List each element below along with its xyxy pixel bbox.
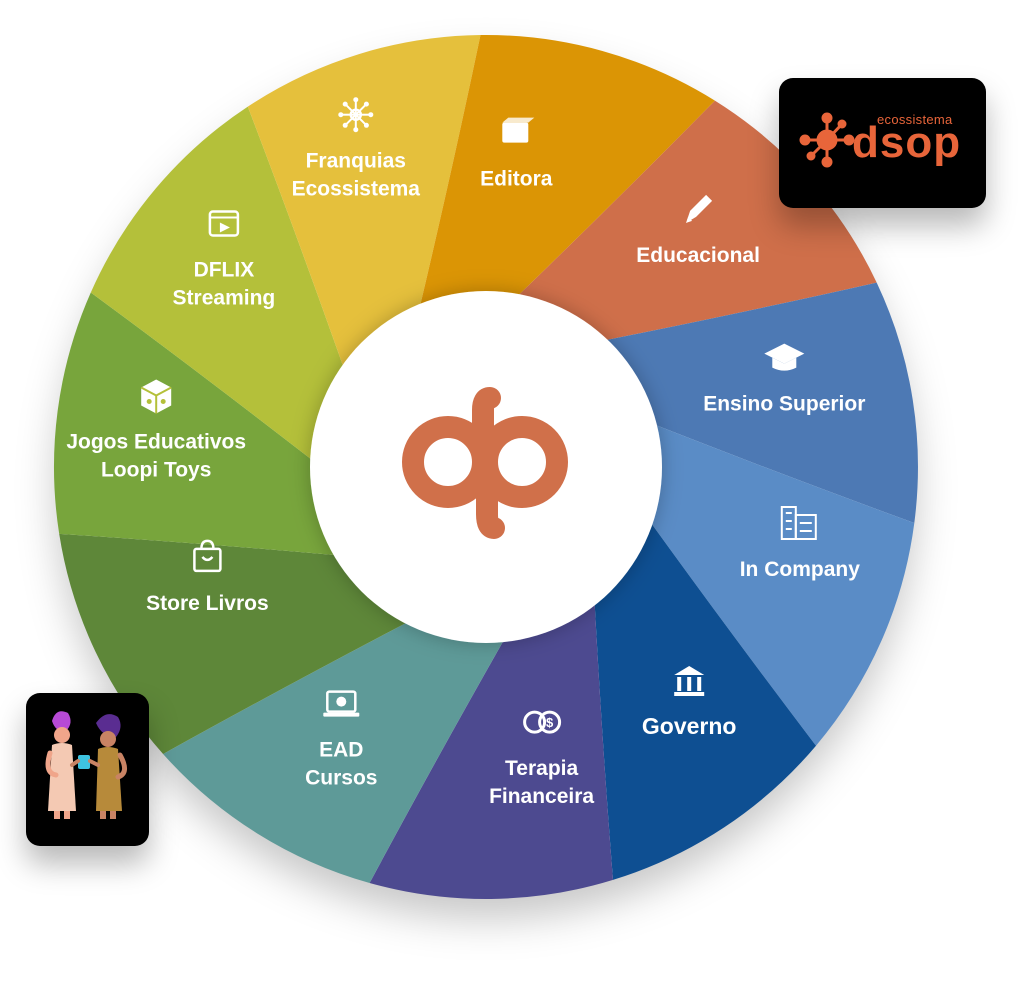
segment-educacional	[602, 282, 918, 523]
segment-dflix-streaming	[247, 35, 481, 370]
wheel-icons: $	[140, 97, 817, 734]
graduation-cap-icon	[764, 343, 805, 371]
laptop-check-icon	[323, 690, 360, 717]
segment-label-line: Governo	[642, 713, 737, 739]
segment-label-line: Educacional	[636, 244, 760, 267]
segment-label-line: Terapia	[505, 757, 578, 780]
people-illustration-card	[26, 693, 149, 846]
segment-label-line: Store Livros	[146, 592, 269, 615]
book-icon	[502, 117, 535, 143]
segment-store-livros	[53, 292, 339, 556]
segment-label-line: In Company	[740, 558, 860, 581]
network-node-icon	[799, 112, 855, 168]
network-icon	[338, 97, 374, 133]
segment-label-ead-cursos: EAD Cursos	[305, 739, 377, 790]
segment-label-line: Financeira	[489, 785, 594, 808]
segment-label-line: DFLIX	[194, 259, 255, 282]
segment-terapia-financeira	[163, 621, 506, 883]
dsop-brand-text: dsop	[852, 118, 962, 167]
segment-label-editora: Editora	[480, 168, 553, 191]
dsop-small-text: ecossistema	[877, 112, 953, 127]
segment-label-line: Loopi Toys	[101, 459, 211, 482]
video-icon	[208, 210, 240, 237]
segment-label-line: Jogos Educativos	[66, 431, 246, 454]
segment-label-dflix-streaming: DFLIX Streaming	[173, 259, 276, 310]
segment-label-ensino-superior: Ensino Superior	[703, 393, 865, 416]
segment-in-company	[594, 520, 816, 880]
segment-label-line: Streaming	[173, 287, 276, 310]
segment-label-store-livros: Store Livros	[146, 592, 269, 615]
segment-label-line: Ecossistema	[292, 178, 421, 201]
shopping-bag-icon	[193, 539, 222, 573]
pencil-icon	[686, 194, 713, 223]
segment-governo	[369, 600, 613, 899]
two-people-illustration-icon	[45, 711, 127, 819]
dsop-ecosystem-card	[779, 78, 986, 208]
game-cube-icon	[140, 379, 172, 414]
segment-label-governo: Governo	[642, 713, 737, 739]
segment-label-in-company: In Company	[740, 558, 860, 581]
segment-label-line: Franquias	[306, 150, 406, 173]
segment-label-line: EAD	[319, 739, 363, 762]
segment-label-educacional: Educacional	[636, 244, 760, 267]
segment-ensino-superior	[649, 423, 915, 746]
dp-logo-icon	[402, 387, 568, 539]
segment-franquias-ecossistema	[419, 34, 715, 309]
segment-label-line: Cursos	[305, 767, 377, 790]
bank-icon	[674, 666, 705, 696]
segment-label-line: Editora	[480, 168, 553, 191]
wheel-segments	[53, 34, 918, 899]
segment-jogos-educativos	[90, 106, 345, 462]
money-cycle-icon: $	[523, 710, 562, 734]
svg-text:$: $	[546, 715, 554, 730]
building-icon	[780, 506, 817, 540]
segment-label-line: Ensino Superior	[703, 393, 865, 416]
